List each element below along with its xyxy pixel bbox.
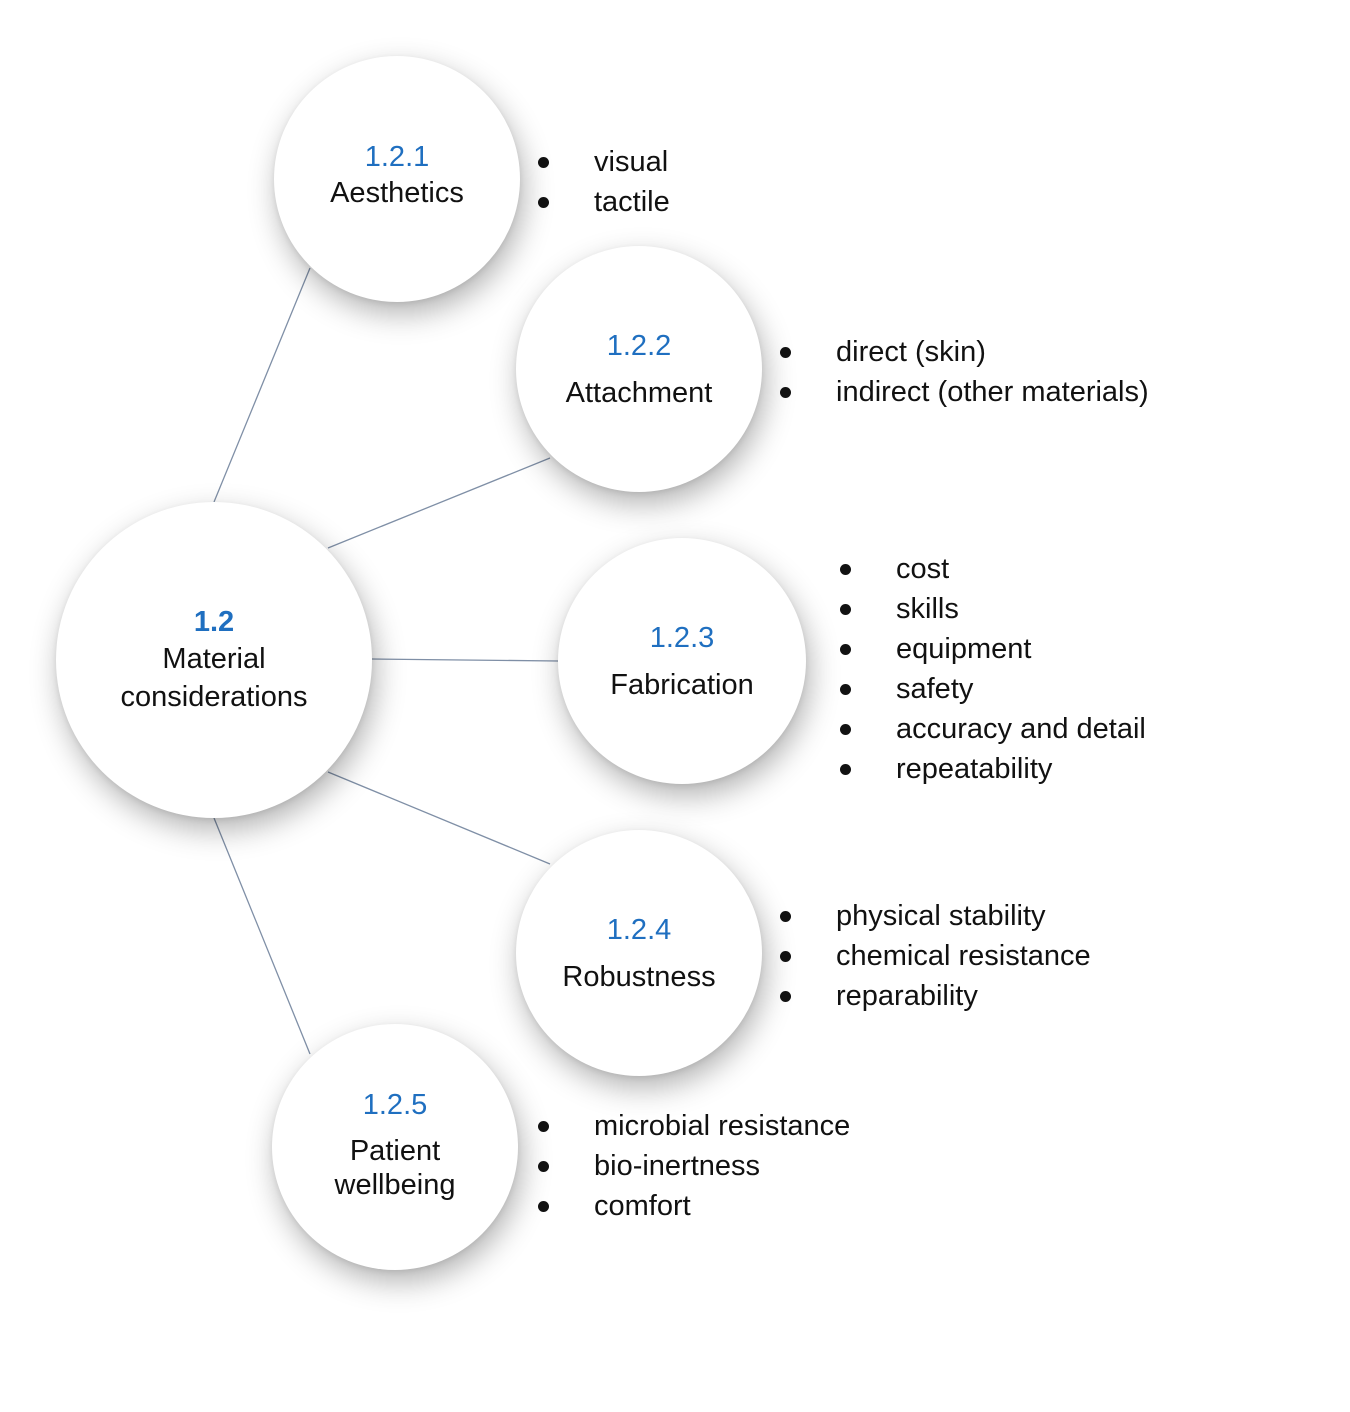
fabrication-bullet-list: cost skills equipment safety accuracy an…: [840, 549, 1146, 789]
bullet-item: skills: [840, 589, 1146, 629]
bullet-item: cost: [840, 549, 1146, 589]
bullet-item: visual: [538, 142, 670, 182]
node-attachment-number: 1.2.2: [606, 329, 672, 362]
attachment-bullet-list: direct (skin) indirect (other materials): [780, 332, 1149, 412]
bullet-item: accuracy and detail: [840, 709, 1146, 749]
patient-wellbeing-bullet-list: microbial resistance bio-inertness comfo…: [538, 1106, 850, 1226]
bullet-item: reparability: [780, 976, 1091, 1016]
node-attachment-label: Attachment: [565, 376, 713, 409]
bullet-item: direct (skin): [780, 332, 1149, 372]
bullet-item: equipment: [840, 629, 1146, 669]
bullet-item: microbial resistance: [538, 1106, 850, 1146]
node-fabrication-label: Fabrication: [610, 668, 754, 701]
bullet-item: comfort: [538, 1186, 850, 1226]
node-aesthetics-number: 1.2.1: [364, 141, 430, 173]
node-attachment: 1.2.2 Attachment: [516, 246, 762, 492]
bullet-item: chemical resistance: [780, 936, 1091, 976]
bullet-item: repeatability: [840, 749, 1146, 789]
node-robustness-label: Robustness: [562, 960, 716, 993]
center-node-label: Material considerations: [120, 643, 308, 713]
bullet-item: safety: [840, 669, 1146, 709]
node-aesthetics-label: Aesthetics: [330, 177, 464, 209]
node-patient-wellbeing: 1.2.5 Patient wellbeing: [272, 1024, 518, 1270]
bullet-item: indirect (other materials): [780, 372, 1149, 412]
node-patient-wellbeing-label: Patient wellbeing: [334, 1134, 456, 1201]
connector-fabrication: [371, 658, 559, 662]
bullet-item: tactile: [538, 182, 670, 222]
connector-robustness: [327, 771, 551, 865]
node-aesthetics: 1.2.1 Aesthetics: [274, 56, 520, 302]
node-patient-wellbeing-number: 1.2.5: [362, 1088, 428, 1121]
node-robustness: 1.2.4 Robustness: [516, 830, 762, 1076]
robustness-bullet-list: physical stability chemical resistance r…: [780, 896, 1091, 1016]
node-fabrication-number: 1.2.3: [649, 621, 715, 654]
connector-patient-wellbeing: [213, 817, 311, 1055]
node-robustness-number: 1.2.4: [606, 913, 672, 946]
center-node-material-considerations: 1.2 Material considerations: [56, 502, 372, 818]
center-node-number: 1.2: [193, 606, 235, 638]
connector-attachment: [327, 457, 551, 549]
node-fabrication: 1.2.3 Fabrication: [558, 538, 806, 784]
aesthetics-bullet-list: visual tactile: [538, 142, 670, 222]
connector-aesthetics: [213, 267, 311, 503]
bullet-item: physical stability: [780, 896, 1091, 936]
bullet-item: bio-inertness: [538, 1146, 850, 1186]
